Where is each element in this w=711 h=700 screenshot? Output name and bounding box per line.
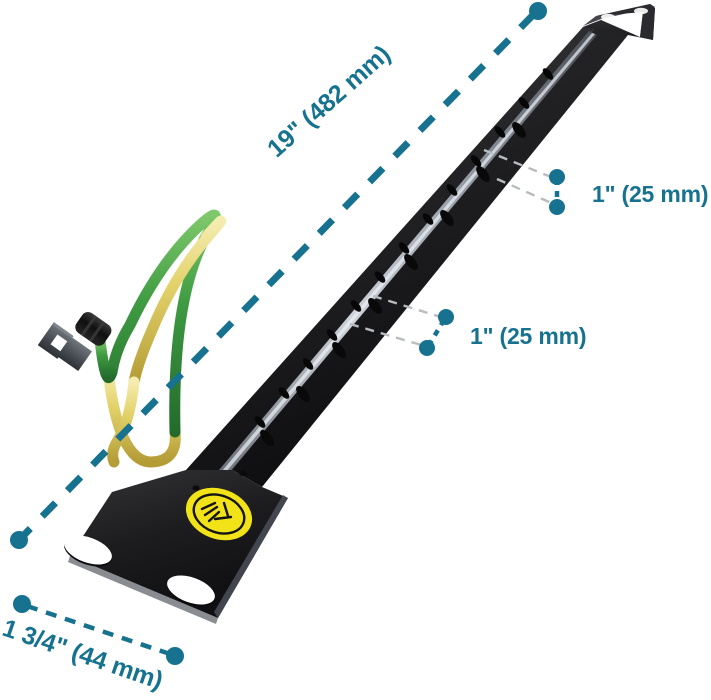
crimp-sleeve [75,312,112,346]
leader-line [496,177,557,207]
plate-slot [64,535,215,607]
angle-bar [186,20,628,487]
ground-wire [90,209,227,468]
dimension-line-plate-width [13,595,184,665]
dimension-endpoint-dot [438,309,454,325]
dimension-line-length [10,2,547,549]
dimension-label-hole-spacing-mid: 1" (25 mm) [470,323,587,349]
dimension-endpoint-dot [549,169,565,185]
dimension-line-hole-top [483,148,565,215]
dimension-endpoint-dot [549,199,565,215]
dimension-endpoint-dot [419,340,435,356]
leader-line [349,322,429,349]
mounting-ear-top [583,4,655,40]
earth-glyph [200,501,233,523]
fork-terminal [37,322,92,372]
leader-line [372,294,445,320]
ground-symbol-sticker [185,487,253,541]
dimension-endpoint-dot [13,595,31,613]
bar-hole-row-front [260,121,526,447]
dimension-label-hole-spacing-top: 1" (25 mm) [592,181,709,207]
dimension-endpoint-dot [166,647,184,665]
dimension-line-hole-mid [349,294,454,356]
mounting-plate-bottom [64,470,288,624]
leader-line [483,148,557,181]
bar-hole-row-upper [254,68,554,428]
dimension-endpoint-dot [10,531,28,549]
dimension-endpoint-dot [529,2,547,20]
